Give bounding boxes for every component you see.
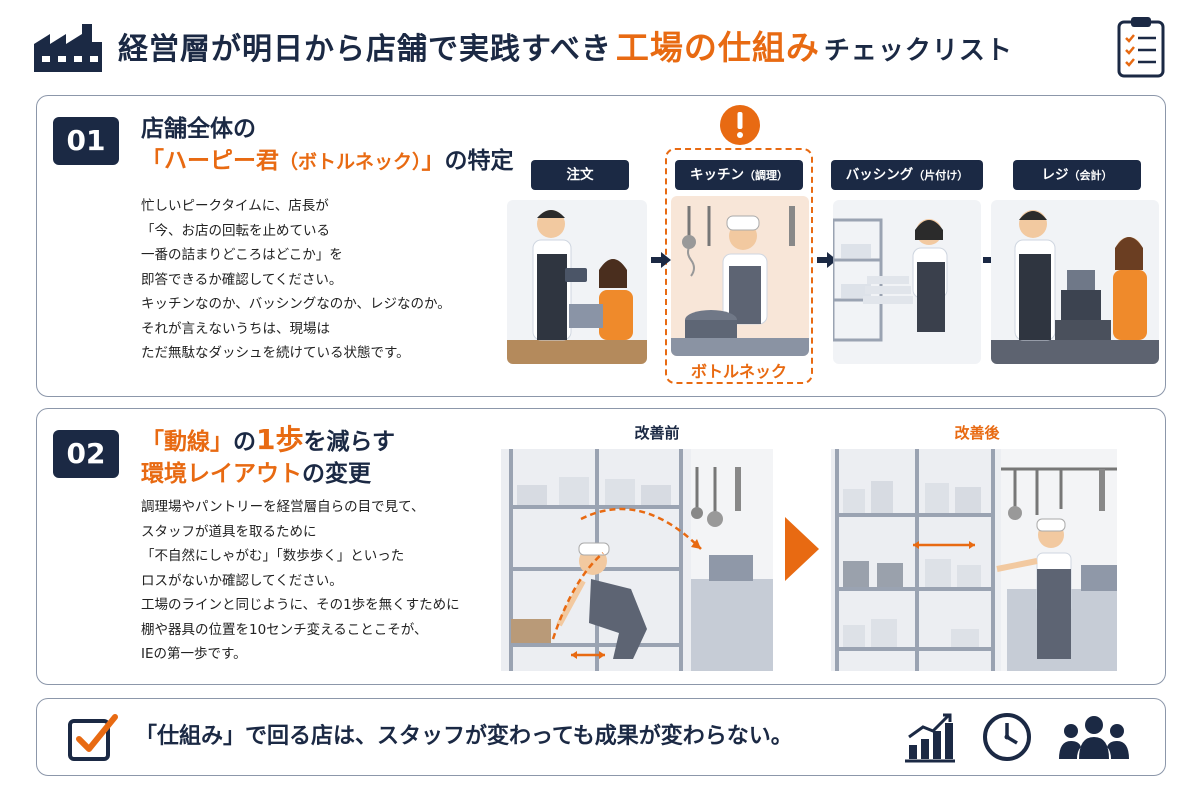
kitchen-scene-illustration — [671, 196, 809, 356]
body-line: ただ無駄なダッシュを続けている状態です。 — [141, 345, 410, 361]
before-layout-illustration — [501, 449, 773, 671]
bottleneck-highlight — [665, 148, 813, 384]
after-layout-illustration — [831, 449, 1117, 671]
step-label-bussing: バッシング（片付け） — [831, 160, 983, 190]
heading-text: を減らす — [303, 429, 396, 455]
body-line: 一番の詰まりどころはどこか」を — [141, 247, 343, 263]
section-heading: 「動線」の1歩を減らす 環境レイアウトの変更 — [141, 424, 395, 490]
heading-line1: 「動線」の1歩を減らす — [141, 424, 395, 458]
checkbox-icon — [68, 714, 118, 761]
body-line: 調理場やパントリーを経営層自らの目で見て、 — [141, 499, 425, 515]
heading-paren: （ボトルネック） — [279, 151, 422, 173]
section-number-badge: 01 — [53, 117, 119, 165]
heading-accent: 「動線」 — [141, 429, 233, 455]
step-label-order: 注文 — [531, 160, 629, 190]
heading-line1: 店舗全体の — [141, 116, 256, 142]
section-body: 調理場やパントリーを経営層自らの目で見て、 スタッフが道具を取るために 「不自然… — [141, 495, 460, 667]
body-line: IEの第一歩です。 — [141, 646, 247, 662]
body-line: スタッフが道具を取るために — [141, 523, 317, 540]
clock-icon — [983, 713, 1031, 761]
step-label-text: キッチン — [690, 167, 744, 183]
checklist-clipboard-icon — [1117, 17, 1165, 78]
body-line: 棚や器具の位置を10センチ変えることこそが、 — [141, 621, 428, 638]
step-label-sub: （片付け） — [913, 169, 969, 182]
heading-line2: 環境レイアウトの変更 — [141, 458, 395, 490]
heading-text: の変更 — [302, 461, 371, 487]
step-label-text: バッシング — [845, 167, 914, 183]
heading-tail: の特定 — [444, 148, 514, 174]
step-label-text: レジ — [1041, 167, 1069, 183]
body-line: それが言えないうちは、現場は — [141, 320, 330, 337]
section-layout: 02 「動線」の1歩を減らす 環境レイアウトの変更 調理場やパントリーを経営層自… — [36, 408, 1166, 685]
page-title: 経営層が明日から店舗で実践すべき工場の仕組みチェックリスト — [118, 26, 1013, 70]
body-line: 即答できるか確認してください。 — [141, 271, 343, 288]
before-label: 改善前 — [634, 424, 680, 442]
team-people-icon — [1059, 716, 1129, 759]
footer-message: 「仕組み」で回る店は、スタッフが変わっても成果が変わらない。 — [135, 724, 793, 749]
body-line: 忙しいピークタイムに、店長が — [141, 198, 329, 214]
section-body: 忙しいピークタイムに、店長が 「今、お店の回転を止めている 一番の詰まりどころは… — [141, 194, 451, 366]
body-line: キッチンなのか、バッシングなのか、レジなのか。 — [141, 296, 451, 312]
header: 経営層が明日から店舗で実践すべき工場の仕組みチェックリスト — [0, 0, 1200, 92]
section-bottleneck: 01 店舗全体の 「ハーピー君（ボトルネック）」の特定 忙しいピークタイムに、店… — [36, 95, 1166, 397]
step-label-sub: （会計） — [1068, 169, 1113, 182]
factory-icon — [34, 24, 102, 72]
step-label-text: 注文 — [566, 167, 594, 183]
title-accent: 工場の仕組み — [615, 28, 820, 67]
section-heading: 店舗全体の 「ハーピー君（ボトルネック）」の特定 — [141, 113, 514, 178]
growth-chart-icon — [905, 713, 955, 763]
heading-open: 「ハーピー君 — [141, 148, 279, 174]
step-label-sub: （調理） — [744, 169, 788, 182]
section-number-badge: 02 — [53, 430, 119, 478]
flow-arrow-icon — [651, 252, 671, 268]
order-scene-illustration — [507, 200, 647, 364]
after-label: 改善後 — [954, 424, 1000, 442]
body-line: 「不自然にしゃがむ」「数歩歩く」といった — [141, 548, 405, 564]
heading-accent: 環境レイアウト — [141, 461, 302, 487]
before-after-arrow-icon — [785, 517, 819, 581]
title-part1: 経営層が明日から店舗で実践すべき — [118, 32, 612, 67]
register-scene-illustration — [991, 200, 1159, 364]
heading-close: 」 — [421, 148, 445, 174]
body-line: 工場のラインと同じように、その1歩を無くすために — [141, 597, 460, 613]
bussing-scene-illustration — [833, 200, 981, 364]
heading-line2: 「ハーピー君（ボトルネック）」の特定 — [141, 145, 514, 178]
body-line: 「今、お店の回転を止めている — [141, 222, 330, 239]
body-line: ロスがないか確認してください。 — [141, 572, 343, 589]
bottleneck-label: ボトルネック — [690, 362, 787, 381]
warning-icon — [720, 105, 760, 145]
step-label-register: レジ（会計） — [1013, 160, 1141, 190]
step-label-kitchen: キッチン（調理） — [675, 160, 803, 190]
flow-arrow-icon — [817, 252, 837, 268]
heading-accent: 1歩 — [256, 423, 304, 456]
footer-banner: 「仕組み」で回る店は、スタッフが変わっても成果が変わらない。 — [36, 698, 1166, 776]
heading-text: の — [233, 429, 256, 455]
title-part2: チェックリスト — [823, 36, 1013, 66]
